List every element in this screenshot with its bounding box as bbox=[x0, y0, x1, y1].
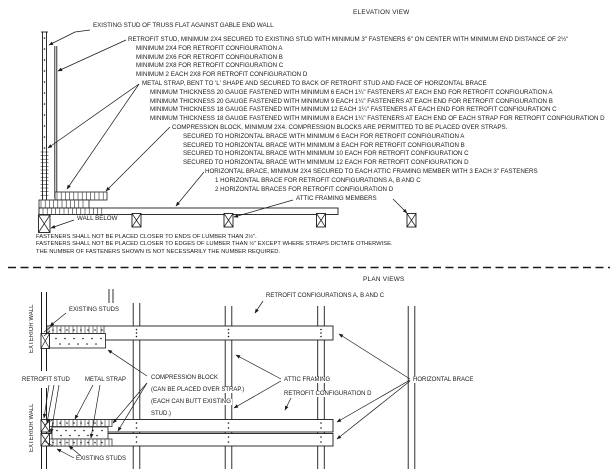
elevation-callout-line: 1 HORIZONTAL BRACE FOR RETROFIT CONFIGUR… bbox=[214, 176, 422, 185]
exterior-wall-label-bottom: EXTERIOR WALL bbox=[28, 398, 35, 452]
elevation-callout-line: MINIMUM 2X6 FOR RETROFIT CONFIGURATION B bbox=[135, 53, 284, 62]
compression-block-label-line4: STUD.) bbox=[150, 411, 172, 418]
elevation-view-title: ELEVATION VIEW bbox=[352, 9, 411, 17]
retrofit-config-d-label: RETROFIT CONFIGURATION D bbox=[283, 390, 373, 397]
compression-block-label-line2: (CAN BE PLACED OVER STRAP.) bbox=[150, 387, 246, 394]
existing-studs-label-top: EXISTING STUDS bbox=[68, 306, 121, 313]
retrofit-stud-label: RETROFIT STUD bbox=[21, 376, 71, 383]
elevation-callout-line: MINIMUM THICKNESS 20 GAUGE FASTENED WITH… bbox=[149, 88, 554, 97]
elevation-callout-line: 2 HORIZONTAL BRACES FOR RETROFIT CONFIGU… bbox=[214, 185, 395, 194]
fastener-note-line: THE NUMBER OF FASTENERS SHOWN IS NOT NEC… bbox=[35, 248, 282, 255]
elevation-callout-line: MINIMUM THICKNESS 20 GAUGE FASTENED WITH… bbox=[149, 97, 554, 106]
elevation-callout-line: MINIMUM 2X4 FOR RETROFIT CONFIGURATION A bbox=[135, 44, 284, 53]
exterior-wall-label-top: EXTERIOR WALL bbox=[28, 299, 35, 353]
fastener-note-line: FASTENERS SHALL NOT BE PLACED CLOSER TO … bbox=[35, 233, 258, 240]
elevation-callout-line: SECURED TO HORIZONTAL BRACE WITH MINIMUM… bbox=[182, 132, 466, 141]
metal-strap-label: METAL STRAP bbox=[84, 376, 128, 383]
horizontal-brace-label: HORIZONTAL BRACE bbox=[412, 376, 475, 383]
elevation-drawing bbox=[38, 29, 417, 233]
elevation-callout-line: MINIMUM 2 EACH 2X8 FOR RETROFIT CONFIGUR… bbox=[135, 71, 309, 79]
elevation-callout-line: MINIMUM 2X8 FOR RETROFIT CONFIGURATION C bbox=[135, 62, 285, 70]
compression-block-label-line3: (EACH CAN BUTT EXISTING bbox=[150, 399, 232, 406]
elevation-callout-line: HORIZONTAL BRACE, MINIMUM 2X4 SECURED TO… bbox=[204, 168, 539, 176]
retrofit-config-abc-label: RETROFIT CONFIGURATIONS A, B AND C bbox=[265, 292, 386, 299]
wall-below-label: WALL BELOW bbox=[76, 215, 119, 223]
elevation-callout-line: MINIMUM THICKNESS 18 GAUGE FASTENED WITH… bbox=[149, 115, 606, 123]
elevation-callout-line: RETROFIT STUD, MINIMUM 2X4 SECURED TO EX… bbox=[127, 36, 570, 44]
attic-framing-members-label: ATTIC FRAMING MEMBERS bbox=[295, 194, 378, 202]
attic-framing-label: ATTIC FRAMING bbox=[283, 376, 332, 383]
existing-studs-label-bottom: EXISTING STUDS bbox=[75, 455, 128, 462]
elevation-callout-line: SECURED TO HORIZONTAL BRACE WITH MINIMUM… bbox=[182, 159, 470, 167]
elevation-callout-line: EXISTING STUD OF TRUSS FLAT AGAINST GABL… bbox=[92, 22, 275, 30]
fastener-note-line: FASTENERS SHALL NOT BE PLACED CLOSER TO … bbox=[35, 241, 394, 248]
compression-block-label-line1: COMPRESSION BLOCK bbox=[150, 375, 220, 382]
plan-views-title: PLAN VIEWS bbox=[362, 275, 406, 284]
elevation-callout-line: SECURED TO HORIZONTAL BRACE WITH MINIMUM… bbox=[182, 141, 466, 150]
elevation-callout-line: SECURED TO HORIZONTAL BRACE WITH MINIMUM… bbox=[182, 150, 470, 158]
elevation-callout-line: MINIMUM THICKNESS 18 GAUGE FASTENED WITH… bbox=[149, 106, 558, 114]
elevation-callout-line: METAL STRAP, BENT TO 'L' SHAPE AND SECUR… bbox=[141, 80, 488, 88]
elevation-callout-line: COMPRESSION BLOCK, MINIMUM 2X4. COMPRESS… bbox=[171, 124, 509, 132]
plan-drawing bbox=[40, 289, 416, 469]
